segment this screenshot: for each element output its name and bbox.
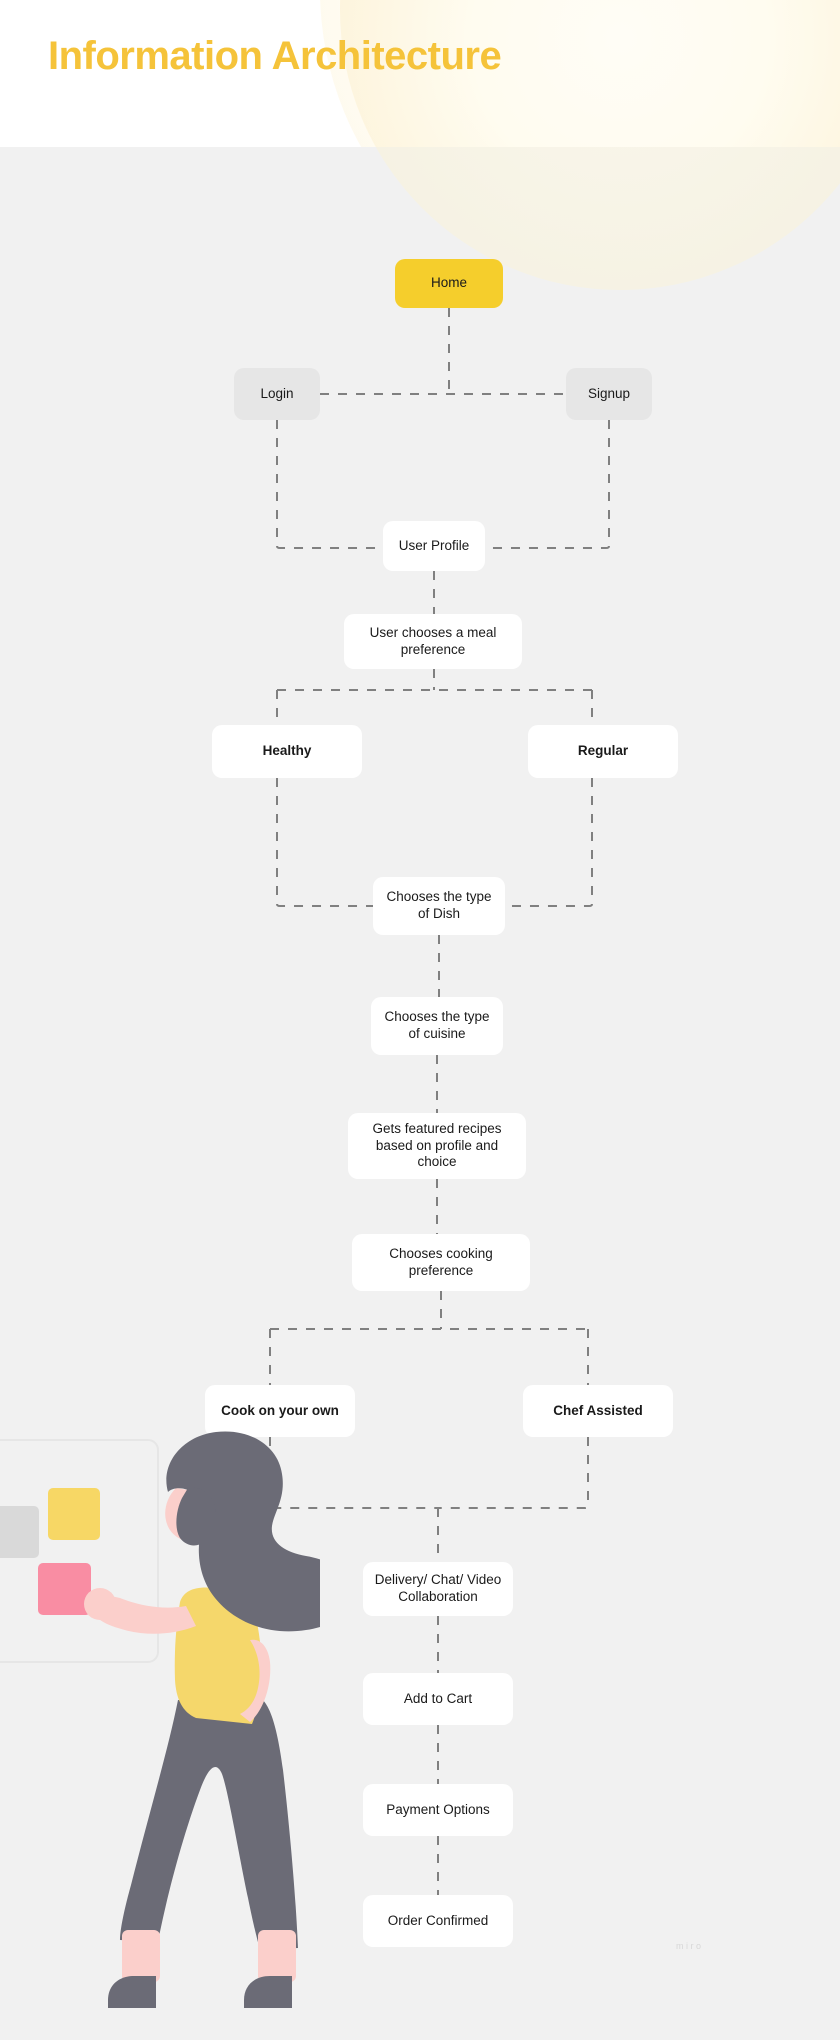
- node-meal-preference[interactable]: User chooses a meal preference: [344, 614, 522, 669]
- node-signup[interactable]: Signup: [566, 368, 652, 420]
- node-label: Login: [260, 385, 294, 401]
- trousers: [120, 1696, 298, 1950]
- node-label: Regular: [577, 743, 629, 759]
- node-label: Chooses the type of Dish: [386, 889, 492, 921]
- midriff-skin: [240, 1639, 271, 1722]
- node-label: Signup: [587, 385, 631, 401]
- node-cooking-preference[interactable]: Chooses cooking preference: [352, 1234, 530, 1291]
- arm: [89, 1594, 196, 1634]
- node-label: Gets featured recipes based on profile a…: [372, 1120, 502, 1170]
- node-label: Healthy: [262, 743, 312, 759]
- node-label: Payment Options: [386, 1801, 490, 1817]
- node-label: Chooses cooking preference: [389, 1245, 493, 1278]
- node-label: Delivery/ Chat/ Video Collaboration: [374, 1572, 502, 1604]
- node-label: Chef Assisted: [553, 1402, 643, 1418]
- node-delivery-chat-video[interactable]: Delivery/ Chat/ Video Collaboration: [363, 1562, 513, 1616]
- decorative-blob-inner: [340, 0, 840, 147]
- hand: [84, 1588, 116, 1620]
- node-add-to-cart[interactable]: Add to Cart: [363, 1673, 513, 1725]
- hair-strand: [176, 1487, 216, 1546]
- node-chooses-cuisine[interactable]: Chooses the type of cuisine: [371, 997, 503, 1055]
- left-shin: [122, 1930, 160, 1982]
- whiteboard-outline: [0, 1439, 159, 1663]
- node-chooses-dish[interactable]: Chooses the type of Dish: [373, 877, 505, 935]
- miro-watermark: miro: [676, 1941, 704, 1951]
- illustration-woman-with-sticky-notes: [0, 1431, 320, 2008]
- left-shoe: [108, 1976, 156, 2008]
- node-login[interactable]: Login: [234, 368, 320, 420]
- right-shoe: [244, 1976, 292, 2008]
- node-home[interactable]: Home: [395, 259, 503, 308]
- node-label: Order Confirmed: [387, 1912, 489, 1928]
- node-user-profile[interactable]: User Profile: [383, 521, 485, 571]
- node-label: Add to Cart: [403, 1690, 473, 1706]
- page-header: [0, 0, 840, 147]
- node-cook-on-your-own[interactable]: Cook on your own: [205, 1385, 355, 1437]
- sticky-note-grey: [0, 1506, 39, 1558]
- node-chef-assisted[interactable]: Chef Assisted: [523, 1385, 673, 1437]
- node-label: Cook on your own: [221, 1402, 339, 1418]
- right-shin: [258, 1930, 296, 1982]
- sticky-note-pink: [38, 1563, 91, 1615]
- node-featured-recipes[interactable]: Gets featured recipes based on profile a…: [348, 1113, 526, 1179]
- node-label: User Profile: [398, 537, 470, 553]
- page-title: Information Architecture: [48, 34, 502, 78]
- node-label: Home: [430, 275, 467, 291]
- yellow-top: [174, 1587, 262, 1724]
- node-label: User chooses a meal preference: [369, 624, 497, 657]
- node-label: Chooses the type of cuisine: [384, 1009, 490, 1041]
- node-order-confirmed[interactable]: Order Confirmed: [363, 1895, 513, 1947]
- sticky-note-yellow: [48, 1488, 100, 1540]
- node-payment-options[interactable]: Payment Options: [363, 1784, 513, 1836]
- node-regular[interactable]: Regular: [528, 725, 678, 778]
- node-healthy[interactable]: Healthy: [212, 725, 362, 778]
